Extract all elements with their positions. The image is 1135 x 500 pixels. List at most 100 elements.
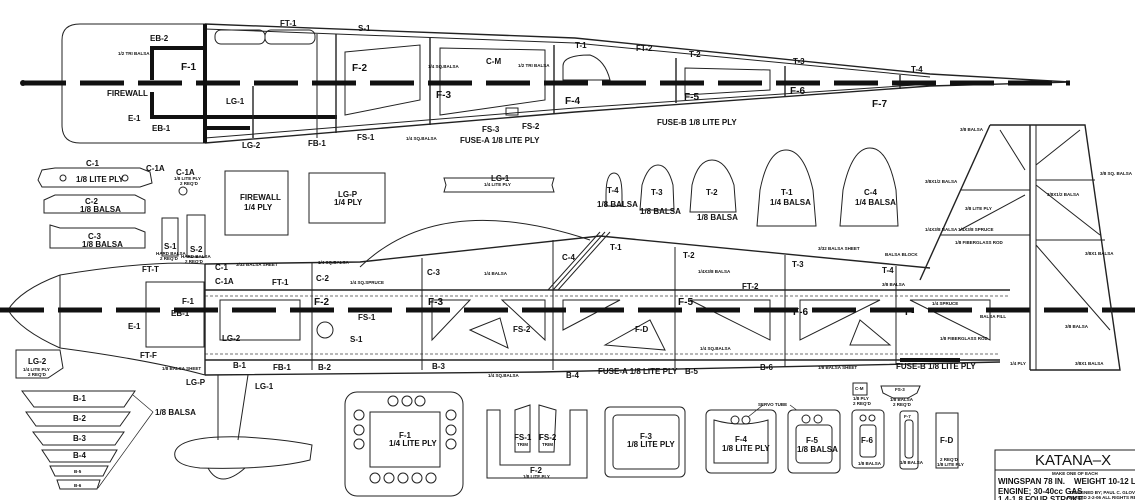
servo-hole — [868, 414, 876, 422]
label-fs3: FS-3 — [482, 125, 500, 134]
part-fs2-name: FS-2 — [539, 433, 557, 442]
part-f3 — [604, 406, 686, 478]
label-fuse-a: FUSE-A 1/8 LITE PLY — [598, 367, 678, 376]
part-lg1-mat: 1/4 LITE PLY — [484, 182, 511, 187]
part-lgp-name: LG-P — [338, 190, 358, 199]
label-lg1: LG-1 — [255, 382, 274, 391]
part-c2-name: C-2 — [85, 197, 98, 206]
drawing-title: KATANA–X — [1035, 452, 1111, 469]
part-b1 — [21, 390, 136, 408]
label-b2: B-2 — [318, 363, 331, 372]
label-c3: C-3 — [427, 268, 440, 277]
fin-leading-edge — [919, 124, 991, 281]
label-f2: F-2 — [352, 63, 367, 74]
label-eb: EB-1 — [171, 309, 190, 318]
label-f3: F-3 — [436, 90, 451, 101]
part-f1 — [344, 391, 464, 497]
label-t3: T-3 — [792, 260, 804, 269]
label-spruce: 1/4 SQ.SPRUCE — [350, 280, 384, 285]
label-sq-balsa: 1/4 SQ.BALSA — [428, 64, 460, 69]
label-tri-balsa: 1/2 TRI BALSA — [118, 51, 150, 56]
label-c2: C-2 — [316, 274, 329, 283]
canopy — [359, 219, 591, 268]
f3-cutout — [612, 414, 680, 470]
part-fs3-qty: 2 REQ'D — [893, 402, 912, 407]
part-fd-name: F-D — [940, 436, 954, 445]
part-c2 — [43, 194, 146, 214]
part-f4-mat: 1/8 LITE PLY — [722, 444, 770, 453]
part-c4-name: C-4 — [864, 188, 877, 197]
label-fuse-a: FUSE-A 1/8 LITE PLY — [460, 136, 540, 145]
label-t3: T-3 — [793, 57, 805, 66]
part-b6-name: B-6 — [74, 483, 82, 488]
tail-assembly: 3/8 BALSA 3/8 SQ. BALSA 3/8X1/2 BALSA 3/… — [919, 124, 1133, 371]
part-cm-mat: 1/8 PLY — [853, 396, 869, 401]
label-t1: T-1 — [610, 243, 622, 252]
part-lgp-mat: 1/4 PLY — [334, 198, 363, 207]
label-fiberglass: 1/8 FIBERGLASS ROD — [940, 336, 989, 341]
wingspan-spec: WINGSPAN 78 IN. — [998, 477, 1065, 486]
part-cm — [852, 382, 868, 396]
landing-gear-leg — [217, 374, 249, 441]
part-f2-name: F-2 — [530, 466, 543, 475]
part-f1-mat: 1/4 LITE PLY — [389, 439, 437, 448]
engine-spec: ENGINE; 30-40cc GAS — [998, 487, 1083, 496]
part-t1 — [756, 149, 817, 227]
label-c1a: C-1A — [215, 277, 234, 286]
lightening-hole — [344, 44, 421, 116]
part-fs2 — [538, 404, 557, 453]
label-t1: T-1 — [575, 41, 587, 50]
part-f7-name: F-7 — [904, 414, 911, 419]
label-ftf: FT-F — [140, 351, 157, 360]
part-b5 — [49, 465, 109, 477]
part-fd-mat: 1/8 LITE PLY — [937, 462, 964, 467]
part-c3 — [49, 224, 146, 249]
label-servo-tube: SERVO TUBE — [758, 402, 787, 407]
part-lg1-name: LG-1 — [491, 174, 510, 183]
label-s1: S-1 — [350, 335, 363, 344]
lightening-hole — [689, 299, 771, 341]
part-fs1-name: FS-1 — [514, 433, 532, 442]
weight-spec: WEIGHT 10-12 LB — [1074, 477, 1135, 486]
part-b2 — [25, 411, 131, 427]
part-fs3-name: FS-3 — [895, 387, 905, 392]
label-f3: F-3 — [428, 297, 443, 308]
part-b3-name: B-3 — [73, 434, 86, 443]
lightening-hole — [562, 299, 621, 331]
label-sq-balsa: 3/8 SQ. BALSA — [1100, 171, 1133, 176]
lightening-hole — [603, 319, 666, 351]
bolt-hole — [59, 174, 67, 182]
label-fuse-b: FUSE-B 1/8 LITE PLY — [657, 118, 737, 127]
label-balsa-fill: BALSA FILL — [980, 314, 1006, 319]
label-fs1: FS-1 — [358, 313, 376, 322]
label-balsa: 3/8X1/2 BALSA — [925, 179, 958, 184]
f5-cutout — [795, 424, 833, 464]
wheel — [207, 467, 246, 480]
diagonal-braces — [959, 129, 1111, 331]
part-t1-name: T-1 — [781, 188, 793, 197]
bottom-parts: LG-2 1/4 LITE PLY 2 REQ'D B-1 B-2 B-3 B-… — [15, 349, 964, 497]
part-f2-mat: 1/8 LITE PLY — [523, 474, 550, 479]
side-view: FT-T C-1 C-1A 3/32 BALSA SHEET FT-1 1/4 … — [0, 219, 1135, 480]
rudder-outline — [990, 124, 1121, 371]
lightening-hole — [439, 47, 546, 116]
lightening-hole — [562, 54, 611, 81]
part-t4 — [605, 172, 623, 207]
fuselage-bottom-inner — [204, 83, 931, 139]
servo-hole — [813, 414, 823, 424]
label-e1: E-1 — [128, 114, 141, 123]
part-t2 — [689, 159, 737, 213]
part-t1-mat: 1/4 BALSA — [770, 198, 811, 207]
label-sheet: 3/32 BALSA SHEET — [818, 246, 860, 251]
label-fb1: FB-1 — [308, 139, 326, 148]
label-balsa: 3/8 BALSA — [882, 282, 906, 287]
part-t2-mat: 1/8 BALSA — [697, 213, 738, 222]
label-balsa: 3/8 BALSA — [960, 127, 984, 132]
servo-hole — [859, 414, 867, 422]
c4-braces — [547, 231, 611, 291]
label-fb1: FB-1 — [273, 363, 291, 372]
label-balsa: 3/8X1 BALSA — [1075, 361, 1104, 366]
lightening-hole — [431, 299, 472, 342]
part-f3-mat: 1/8 LITE PLY — [627, 440, 675, 449]
